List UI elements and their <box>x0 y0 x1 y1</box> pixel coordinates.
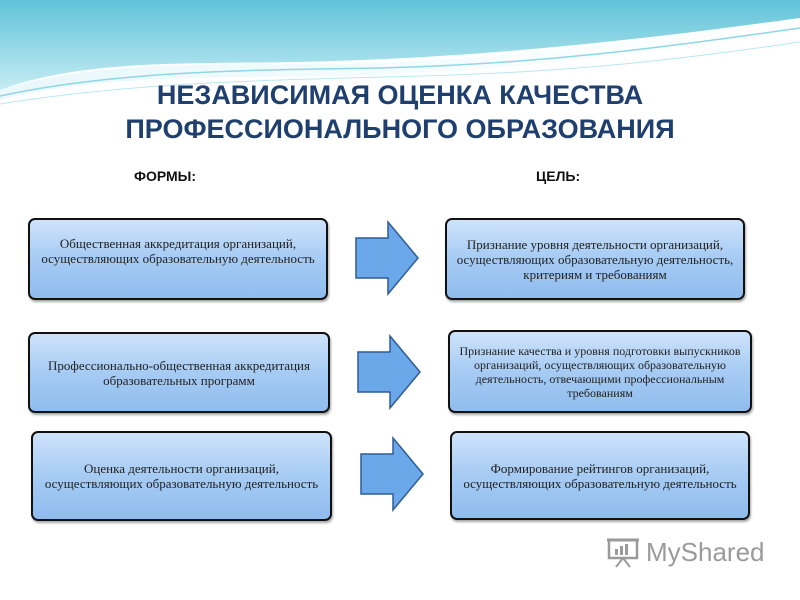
form-box-1: Общественная аккредитация организаций, о… <box>28 218 328 300</box>
arrow-right-icon <box>355 220 419 296</box>
presentation-board-icon <box>607 538 639 568</box>
slide-title-line2: ПРОФЕССИОНАЛЬНОГО ОБРАЗОВАНИЯ <box>125 114 675 144</box>
form-box-3-text: Оценка деятельности организаций, осущест… <box>44 461 319 491</box>
form-box-2: Профессионально-общественная аккредитаци… <box>28 332 330 413</box>
myshared-watermark: MyShared <box>606 536 765 568</box>
watermark-text: MyShared <box>646 536 765 567</box>
goal-box-2-text: Признание качества и уровня подготовки в… <box>459 343 741 400</box>
slide-title-line1: НЕЗАВИСИМАЯ ОЦЕНКА КАЧЕСТВА <box>156 80 644 110</box>
form-box-1-text: Общественная аккредитация организаций, о… <box>41 236 315 266</box>
form-box-3: Оценка деятельности организаций, осущест… <box>31 431 332 521</box>
goal-box-1-text: Признание уровня деятельности организаци… <box>456 236 734 282</box>
form-box-2-text: Профессионально-общественная аккредитаци… <box>48 357 310 388</box>
goal-box-2: Признание качества и уровня подготовки в… <box>448 330 752 413</box>
forms-column-header: ФОРМЫ: <box>134 168 197 184</box>
goal-column-header: ЦЕЛЬ: <box>536 168 581 184</box>
arrow-right-icon <box>357 334 421 410</box>
arrow-right-icon <box>360 436 424 512</box>
goal-box-3: Формирование рейтингов организаций, осущ… <box>450 431 750 520</box>
header-wave-decoration <box>0 0 800 105</box>
goal-box-1: Признание уровня деятельности организаци… <box>445 218 745 300</box>
goal-box-3-text: Формирование рейтингов организаций, осущ… <box>463 460 737 491</box>
